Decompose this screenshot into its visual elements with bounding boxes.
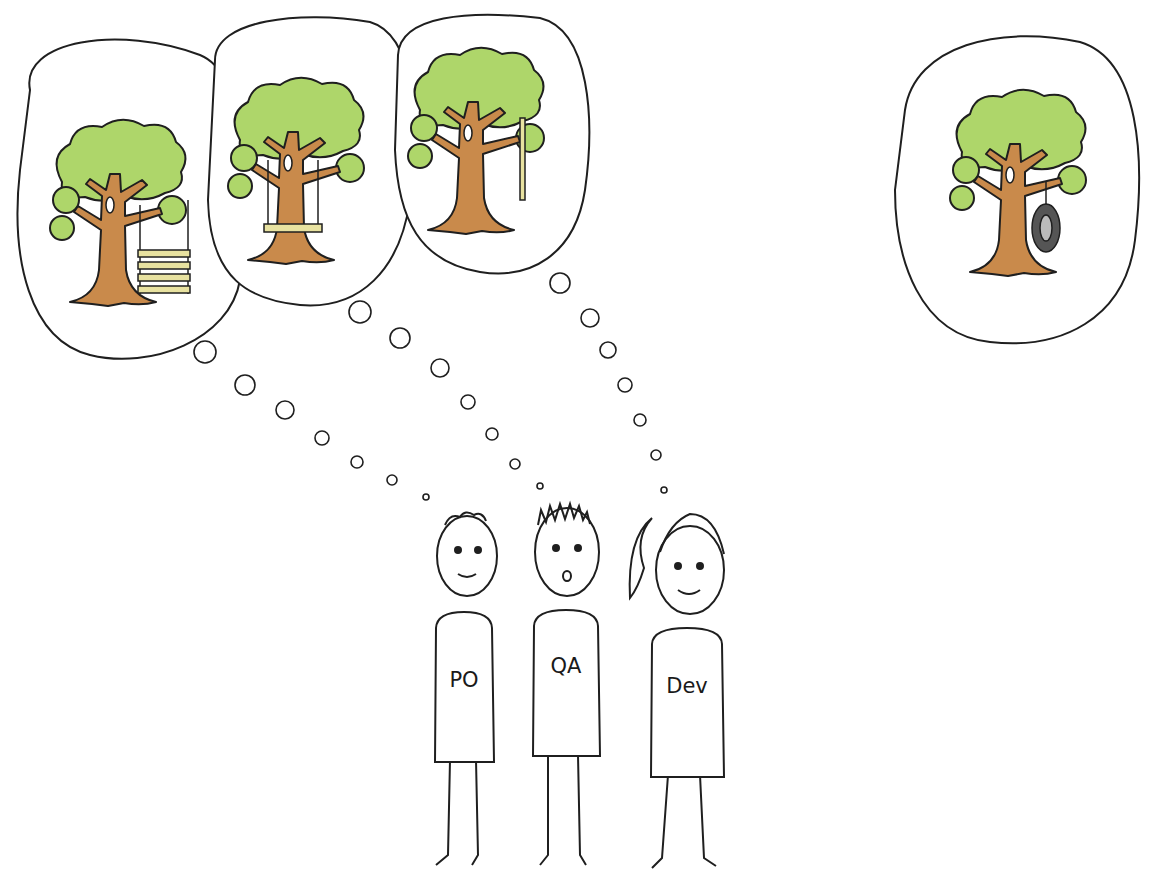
thought-bubble <box>895 36 1139 343</box>
shirt-label: Dev <box>666 674 708 698</box>
shirt-label: QA <box>551 654 582 678</box>
ladder-swing <box>138 200 190 294</box>
bubble-chain <box>550 273 667 493</box>
body-shape <box>651 628 724 777</box>
person-head <box>535 504 599 596</box>
tree <box>408 48 544 234</box>
person-body: QA <box>530 594 602 756</box>
rope <box>520 118 525 200</box>
tree <box>228 78 364 264</box>
tree <box>950 90 1086 276</box>
person-body: Dev <box>648 612 726 777</box>
thought-bubble <box>208 17 414 305</box>
bubble-chain <box>194 341 429 500</box>
bubble-chain <box>349 301 543 489</box>
thought-bubble <box>395 15 589 274</box>
person-head <box>630 514 724 614</box>
body-shape <box>533 610 600 756</box>
tire-swing <box>1032 182 1060 252</box>
shirt-label: PO <box>449 668 478 692</box>
body-shape <box>435 612 494 762</box>
person-body: PO <box>432 596 496 762</box>
trunk-swing <box>264 160 322 232</box>
person-head <box>437 512 497 596</box>
